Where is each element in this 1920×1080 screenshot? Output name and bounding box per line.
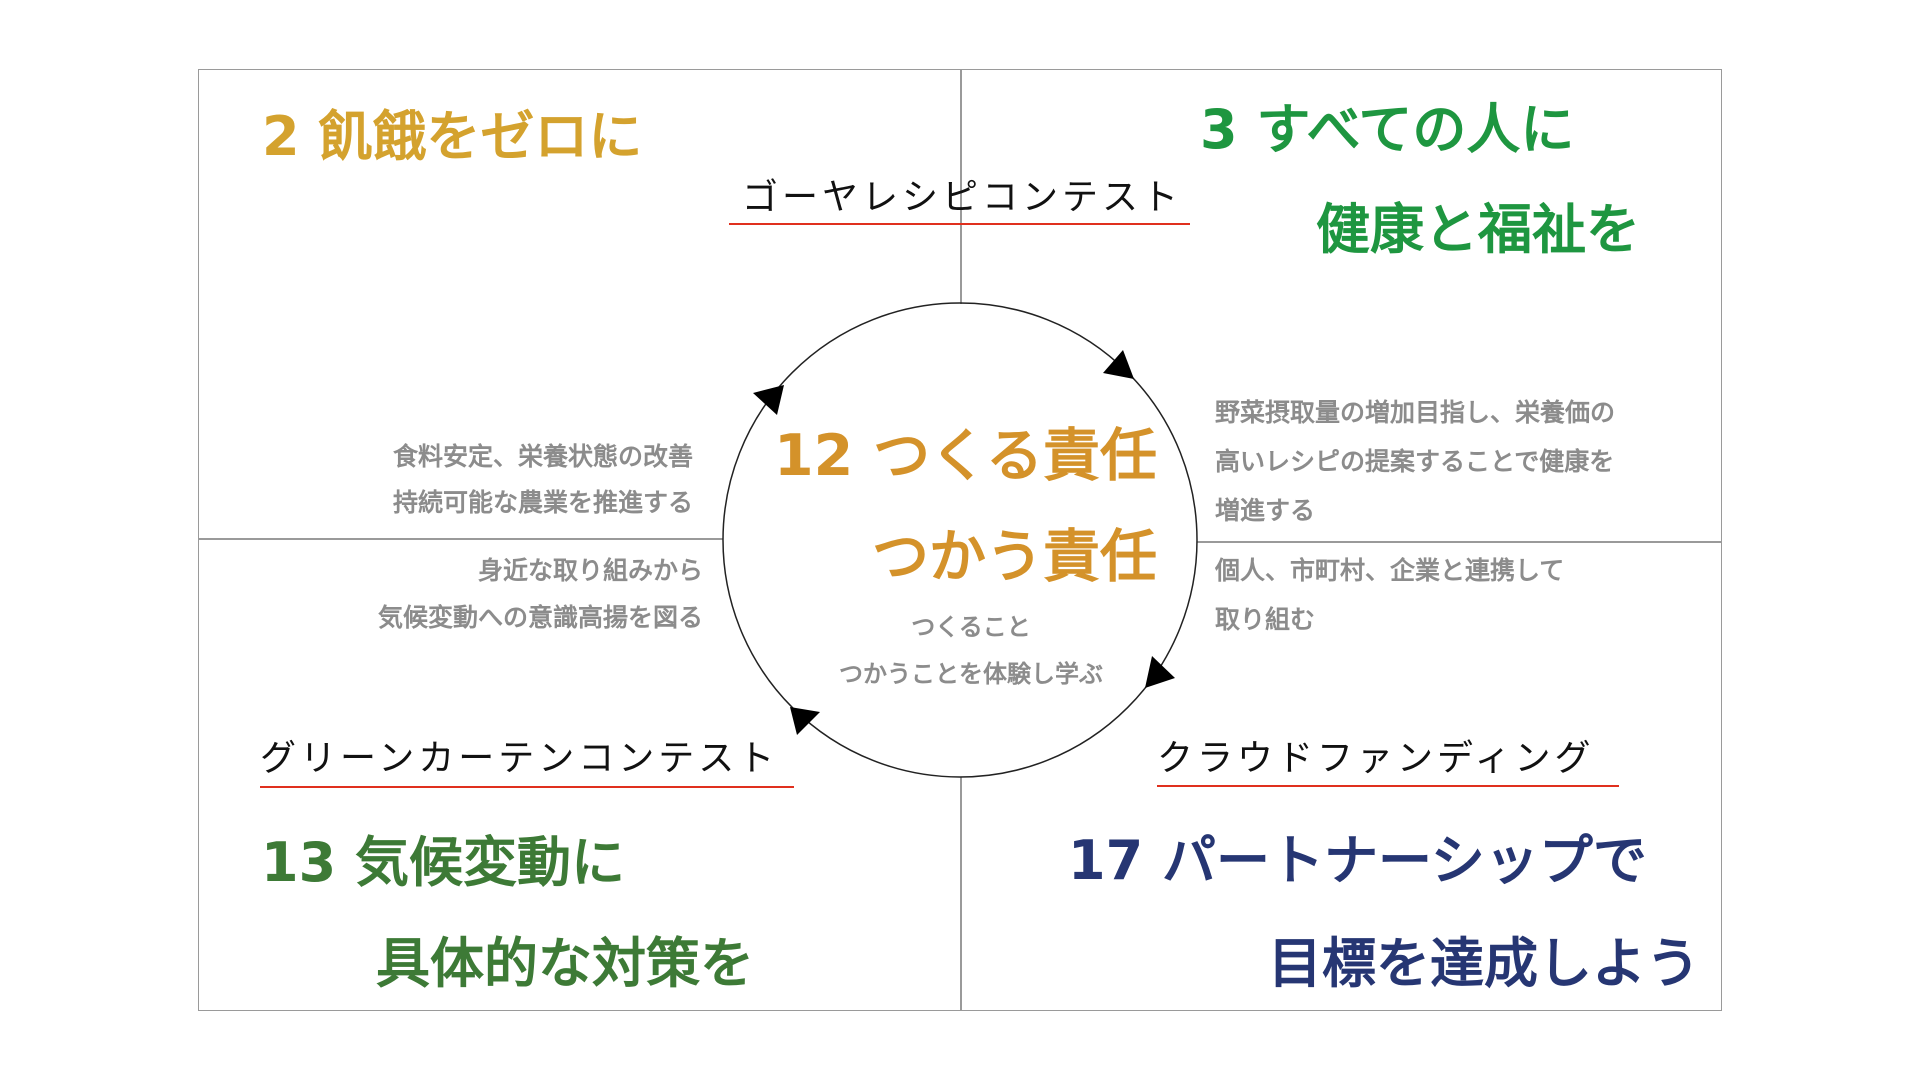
note-partnership-1: 個人、市町村、企業と連携して xyxy=(1215,556,1565,585)
goal2-title: 2 飢餓をゼロに xyxy=(262,105,643,168)
underline xyxy=(729,223,1190,225)
goal13-line2: 具体的な対策を xyxy=(376,932,754,995)
divider-bottom xyxy=(960,777,962,1011)
underline xyxy=(260,786,794,788)
activity-green-curtain: グリーンカーテンコンテスト xyxy=(260,738,779,779)
note-climate-2: 気候変動への意識高揚を図る xyxy=(377,603,703,632)
goal3-line2: 健康と福祉を xyxy=(1316,198,1640,261)
goal12-line1: 12 つくる責任 xyxy=(773,423,1157,489)
note-partnership-2: 取り組む xyxy=(1215,605,1316,634)
goal17-line1: 17 パートナーシップで xyxy=(1068,829,1647,892)
goal13-line1: 13 気候変動に xyxy=(261,831,625,894)
note-climate-1: 身近な取り組みから xyxy=(477,556,703,585)
note-health-3: 増進する xyxy=(1215,496,1316,525)
underline xyxy=(1157,785,1619,787)
arrow-head-icon xyxy=(753,385,784,415)
divider-left xyxy=(198,538,723,540)
goal12-line2: つかう責任 xyxy=(872,524,1157,590)
note-food-1: 食料安定、栄養状態の改善 xyxy=(392,442,693,471)
note-health-1: 野菜摂取量の増加目指し、栄養価の xyxy=(1215,398,1616,427)
activity-crowdfunding: クラウドファンディング xyxy=(1157,738,1595,779)
goal3-line1: 3 すべての人に xyxy=(1200,98,1575,161)
activity-goya: ゴーヤレシピコンテスト xyxy=(742,177,1183,218)
arrow-head-icon xyxy=(790,707,820,735)
goal12-sub2: つかうことを体験し学ぶ xyxy=(839,660,1103,688)
goal12-sub1: つくること xyxy=(911,613,1031,641)
goal17-line2: 目標を達成しよう xyxy=(1268,932,1700,995)
cycle-circle xyxy=(722,302,1198,778)
note-food-2: 持続可能な農業を推進する xyxy=(392,488,693,517)
note-health-2: 高いレシピの提案することで健康を xyxy=(1215,447,1615,476)
divider-right xyxy=(1197,541,1722,543)
arrow-head-icon xyxy=(1145,656,1175,688)
divider-top xyxy=(960,69,962,304)
arrow-head-icon xyxy=(1103,350,1134,379)
